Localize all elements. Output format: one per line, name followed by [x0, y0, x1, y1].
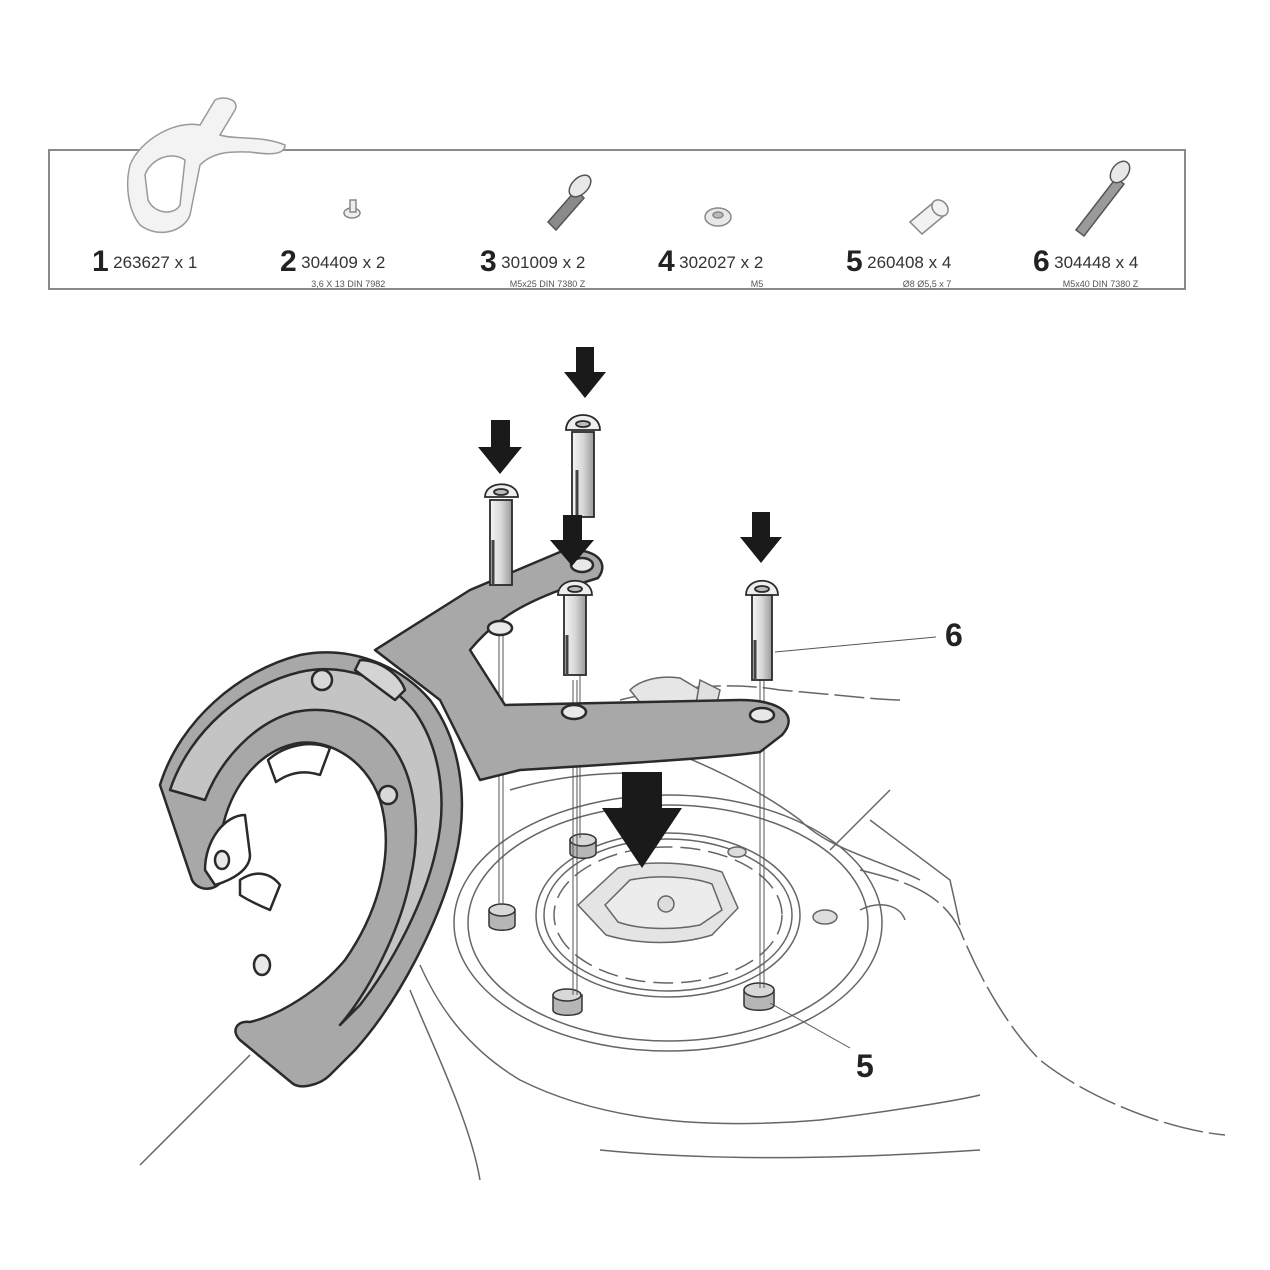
part-spec: 3,6 X 13 DIN 7982: [311, 279, 386, 289]
mounting-ring: [158, 549, 790, 1088]
screw-icon: [343, 199, 361, 219]
part-number: 4: [658, 245, 675, 278]
part-6: 6 304448 x 4 M5x40 DIN 7380 Z: [1033, 245, 1139, 290]
bolt-icon: [546, 174, 592, 232]
part-code: 304409 x 2: [301, 253, 386, 272]
tank-spacers: [488, 833, 775, 1016]
part-code: 260408 x 4: [867, 253, 952, 272]
spacer-icon: [488, 903, 516, 931]
part-code: 304448 x 4: [1054, 253, 1139, 272]
part-number: 3: [480, 245, 497, 278]
long-bolt-icon: [1074, 160, 1131, 238]
bolt-icon: [557, 580, 593, 676]
down-arrow-icon: [602, 772, 682, 868]
down-arrow-icon: [478, 420, 522, 474]
part-number: 6: [1033, 245, 1050, 278]
callout-bolt-label: 6: [945, 617, 963, 653]
down-arrow-icon: [564, 347, 606, 398]
bolt-icon: [745, 580, 779, 681]
callout-spacer-label: 5: [856, 1048, 874, 1084]
part-number: 1: [92, 245, 109, 278]
part-2: 2 304409 x 2 3,6 X 13 DIN 7982: [280, 245, 386, 290]
spacer-icon: [743, 982, 775, 1011]
filler-cap: [453, 794, 883, 1052]
parts-list: 1 263627 x 1 2 304409 x 2 3,6 X 13 DIN 7…: [48, 149, 1186, 290]
part-spec: M5: [750, 279, 764, 289]
washer-icon: [704, 207, 732, 227]
part-number: 5: [846, 245, 863, 278]
arrows: [478, 347, 782, 868]
spacer-icon: [908, 199, 949, 236]
part-number: 2: [280, 245, 297, 278]
bolt-icon: [565, 414, 601, 518]
down-arrow-icon: [740, 512, 782, 563]
part-spec: M5x25 DIN 7380 Z: [509, 279, 586, 289]
part-1: 1 263627 x 1: [92, 247, 197, 277]
part-code: 301009 x 2: [501, 253, 586, 272]
part-code: 263627 x 1: [113, 253, 198, 272]
down-arrow-icon: [550, 515, 594, 566]
part-4: 4 302027 x 2 M5: [658, 245, 764, 290]
part-spec: M5x40 DIN 7380 Z: [1062, 279, 1139, 289]
spacer-icon: [569, 833, 597, 859]
part-5: 5 260408 x 4 Ø8 Ø5,5 x 7: [846, 245, 952, 290]
part-code: 302027 x 2: [679, 253, 764, 272]
bolt-icon: [484, 483, 519, 586]
part-spec: Ø8 Ø5,5 x 7: [902, 279, 952, 289]
spacer-icon: [552, 988, 583, 1016]
mounting-ring-icon: [126, 97, 286, 234]
bolts: [484, 414, 779, 681]
part-3: 3 301009 x 2 M5x25 DIN 7380 Z: [480, 245, 586, 290]
leader-lines: [769, 636, 937, 1049]
